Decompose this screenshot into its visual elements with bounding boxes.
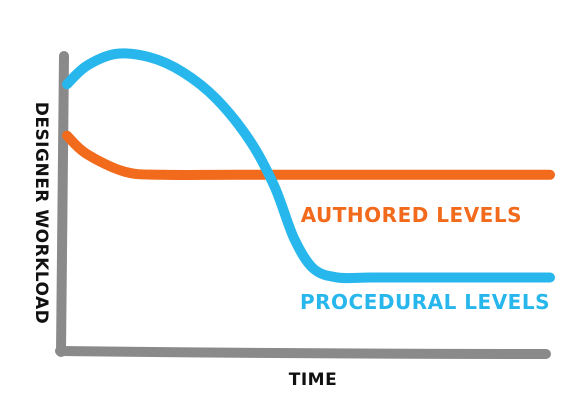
series-label-procedural-levels: PROCEDURAL LEVELS [300,290,550,314]
series-label-authored-levels: AUTHORED LEVELS [301,203,522,227]
y-axis-label: DESIGNER WORKLOAD [31,102,51,325]
x-axis-label: TIME [289,370,337,390]
series-layer [62,48,555,284]
series-line-procedural-levels [62,48,555,284]
x-axis-line [55,346,551,359]
y-axis-line [56,51,69,357]
axes [55,51,551,359]
series-line-authored-levels [62,130,555,181]
